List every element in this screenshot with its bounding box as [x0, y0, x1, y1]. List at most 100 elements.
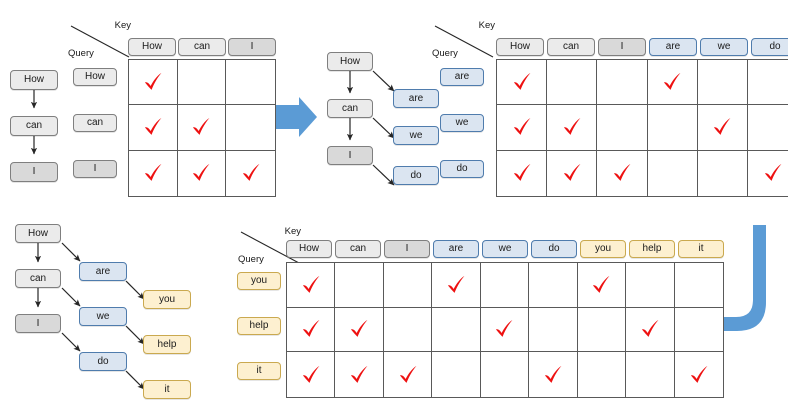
attention-cell-checked [577, 263, 627, 308]
key-header-help: help [629, 240, 675, 258]
attention-cell-checked [675, 352, 723, 397]
key-header-do: do [531, 240, 577, 258]
tree1-node-i: I [327, 146, 373, 165]
key-header-can: can [178, 38, 226, 56]
attention-cell-checked [226, 151, 275, 196]
query-row-can: can [73, 114, 117, 132]
attention-cell-checked [287, 263, 336, 308]
tree1-node-are: are [393, 89, 439, 108]
key-header-i: I [384, 240, 430, 258]
key-header-it: it [678, 240, 724, 258]
attention-cell-empty [597, 60, 648, 106]
attention-cell-empty [432, 352, 481, 397]
query-row-you: you [237, 272, 281, 290]
key-query-corner-label-2: Key Query [432, 20, 496, 60]
attention-cell-empty [647, 105, 698, 151]
attention-cell-checked [129, 60, 178, 106]
attention-cell-checked [547, 105, 598, 151]
attention-cell-empty [648, 150, 698, 196]
attention-cell-checked [748, 151, 788, 196]
query-row-help: help [237, 317, 281, 335]
attention-cell-empty [432, 307, 481, 353]
key-axis-label: Key [478, 20, 495, 31]
query-row-i: I [73, 160, 117, 178]
attention-cell-empty [529, 307, 578, 353]
attention-cell-checked [497, 105, 548, 151]
query-row-how: How [73, 68, 117, 86]
tree2-node-can: can [15, 269, 61, 288]
attention-grid-1 [128, 59, 276, 197]
attention-cell-empty [674, 263, 723, 308]
key-axis-label: Key [114, 20, 131, 31]
query-row-do: do [440, 160, 484, 178]
attention-cell-empty [383, 307, 433, 353]
attention-cell-checked [384, 352, 433, 397]
attention-cell-checked [177, 105, 227, 151]
attention-cell-checked [480, 307, 530, 353]
attention-cell-empty [226, 105, 275, 151]
attention-cell-empty [529, 263, 578, 308]
tree2-node-you: you [143, 290, 191, 309]
attention-cell-empty [177, 60, 227, 106]
attention-cell-empty [626, 352, 675, 397]
key-header-we: we [700, 38, 748, 56]
tree2-node-help: help [143, 335, 191, 354]
attention-cell-empty [480, 263, 530, 308]
attention-cell-checked [432, 263, 481, 308]
query-axis-label: Query [68, 48, 94, 59]
tree1-node-how: How [327, 52, 373, 71]
sequence-token-can: can [10, 116, 58, 136]
attention-cell-empty [747, 105, 788, 151]
attention-cell-checked [547, 150, 598, 196]
attention-cell-checked [697, 105, 748, 151]
sequence-token-how: How [10, 70, 58, 90]
attention-cell-empty [698, 150, 748, 196]
query-row-it: it [237, 362, 281, 380]
tree2-node-it: it [143, 380, 191, 399]
attention-cell-empty [383, 263, 433, 308]
key-header-we: we [482, 240, 528, 258]
key-header-are: are [433, 240, 479, 258]
attention-cell-empty [335, 263, 384, 308]
key-header-i: I [228, 38, 276, 56]
tree1-node-we: we [393, 126, 439, 145]
attention-cell-empty [481, 352, 530, 397]
key-header-do: do [751, 38, 788, 56]
attention-cell-empty [577, 307, 627, 353]
attention-grid-3 [286, 262, 724, 398]
attention-cell-checked [335, 352, 384, 397]
attention-cell-empty [697, 60, 748, 106]
tree2-node-i: I [15, 314, 61, 333]
tree2-node-do: do [79, 352, 127, 371]
key-header-i: I [598, 38, 646, 56]
attention-grid-2 [496, 59, 788, 197]
attention-cell-empty [747, 60, 788, 106]
tree-top-connectors [346, 70, 395, 186]
attention-cell-checked [497, 150, 548, 196]
attention-cell-checked [287, 307, 336, 353]
key-header-can: can [335, 240, 381, 258]
sequence-token-i: I [10, 162, 58, 182]
query-row-we: we [440, 114, 484, 132]
key-header-how: How [496, 38, 544, 56]
key-header-can: can [547, 38, 595, 56]
attention-cell-checked [597, 150, 648, 196]
query-axis-label: Query [432, 48, 458, 59]
tree1-node-can: can [327, 99, 373, 118]
tree2-node-are: are [79, 262, 127, 281]
attention-cell-empty [597, 105, 648, 151]
tree2-node-we: we [79, 307, 127, 326]
attention-cell-empty [674, 308, 723, 353]
attention-cell-checked [129, 150, 178, 196]
key-header-you: you [580, 240, 626, 258]
key-axis-label: Key [284, 226, 301, 237]
attention-cell-checked [529, 352, 578, 397]
query-axis-label: Query [238, 254, 264, 265]
attention-cell-empty [547, 60, 598, 106]
attention-cell-checked [287, 352, 336, 397]
query-row-are: are [440, 68, 484, 86]
attention-cell-checked [335, 307, 384, 353]
attention-cell-empty [578, 352, 627, 397]
attention-cell-checked [647, 60, 698, 106]
